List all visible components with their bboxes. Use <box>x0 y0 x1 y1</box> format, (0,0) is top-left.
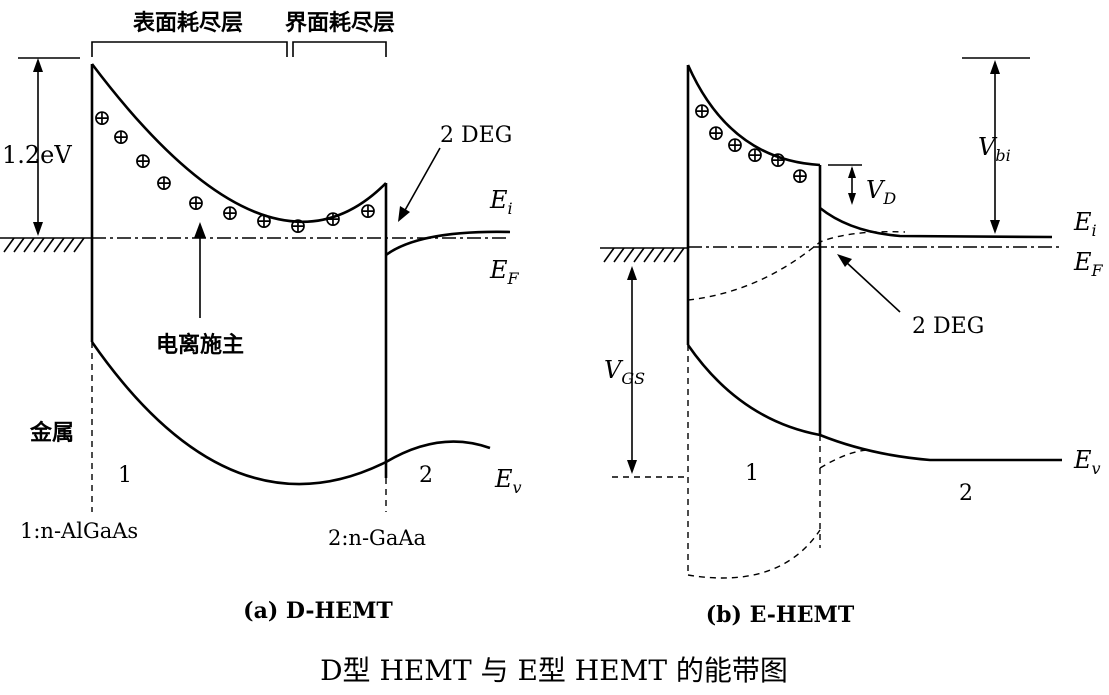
interface-depletion-label: 界面耗尽层 <box>285 10 395 36</box>
deg-label-b: 2 DEG <box>912 314 984 339</box>
panel-d-hemt: 表面耗尽层 界面耗尽层 1.2eV <box>0 10 522 624</box>
ionized-donors: ⊕ ⊕ ⊕ ⊕ ⊕ ⊕ ⊕ ⊕ ⊕ ⊕ <box>93 106 377 239</box>
ef-label-a: EF <box>489 256 520 288</box>
equilibrium-conduction-band <box>687 231 906 301</box>
region1-label-a: 1 <box>118 463 132 488</box>
ev-label-b: Ev <box>1073 446 1101 478</box>
conduction-band-gaas <box>385 230 511 257</box>
svg-text:⊕: ⊕ <box>289 214 307 239</box>
region2-label-b: 2 <box>959 481 973 506</box>
conduction-band-algaas <box>90 63 387 224</box>
svg-text:⊕: ⊕ <box>221 201 239 226</box>
surface-depletion-bracket <box>91 41 288 57</box>
svg-text:⊕: ⊕ <box>769 148 787 173</box>
valence-band-gaas-b <box>819 433 1062 462</box>
svg-text:⊕: ⊕ <box>134 149 152 174</box>
svg-text:⊕: ⊕ <box>324 207 342 232</box>
region1-label-b: 1 <box>745 461 759 486</box>
metal-hatching <box>3 237 85 253</box>
ei-label-a: Ei <box>489 186 513 218</box>
region2-label-a: 2 <box>419 463 433 488</box>
svg-text:⊕: ⊕ <box>726 133 744 158</box>
metal-hatching-b <box>603 247 685 263</box>
valence-band-algaas-b <box>686 344 821 437</box>
barrier-energy-label: 1.2eV <box>2 141 72 169</box>
material1-label: 1:n-AlGaAs <box>20 519 138 543</box>
ef-label-b: EF <box>1073 248 1104 280</box>
svg-text:⊕: ⊕ <box>707 121 725 146</box>
deg-label-a: 2 DEG <box>440 123 512 148</box>
metal-label: 金属 <box>29 420 74 446</box>
vbi-label: Vbi <box>978 133 1011 165</box>
ionized-donors-b: ⊕ ⊕ ⊕ ⊕ ⊕ ⊕ <box>693 99 809 189</box>
vd-label: VD <box>866 176 896 208</box>
ionized-donor-label: 电离施主 <box>156 332 244 358</box>
svg-text:⊕: ⊕ <box>93 106 111 131</box>
vgs-label: VGS <box>604 356 645 388</box>
caption-a: (a) D-HEMT <box>243 598 393 624</box>
svg-text:⊕: ⊕ <box>791 164 809 189</box>
ev-label-a: Ev <box>494 465 522 497</box>
svg-text:⊕: ⊕ <box>155 171 173 196</box>
conduction-band-algaas-b <box>686 64 821 167</box>
svg-text:⊕: ⊕ <box>693 99 711 124</box>
svg-text:⊕: ⊕ <box>255 209 273 234</box>
svg-text:⊕: ⊕ <box>187 191 205 216</box>
valence-band-gaas <box>385 440 491 464</box>
surface-depletion-label: 表面耗尽层 <box>133 10 243 36</box>
ei-label-b: Ei <box>1073 208 1097 240</box>
equilibrium-valence-band <box>687 529 821 579</box>
deg-pointer-a <box>403 147 441 213</box>
panel-e-hemt: ⊕ ⊕ ⊕ ⊕ ⊕ ⊕ Vbi VD VGS 2 DEG Ei EF Ev <box>600 57 1104 628</box>
conduction-band-gaas-b <box>819 206 1053 239</box>
equilibrium-gaas-valence <box>819 449 871 469</box>
interface-depletion-bracket <box>292 41 387 57</box>
svg-text:⊕: ⊕ <box>112 125 130 150</box>
svg-text:⊕: ⊕ <box>359 199 377 224</box>
figure-title: D型 HEMT 与 E型 HEMT 的能带图 <box>320 654 788 687</box>
svg-text:⊕: ⊕ <box>746 143 764 168</box>
caption-b: (b) E-HEMT <box>706 602 855 628</box>
deg-pointer-b <box>845 261 901 313</box>
material2-label: 2:n-GaAa <box>328 526 426 550</box>
valence-band-algaas <box>90 341 387 486</box>
